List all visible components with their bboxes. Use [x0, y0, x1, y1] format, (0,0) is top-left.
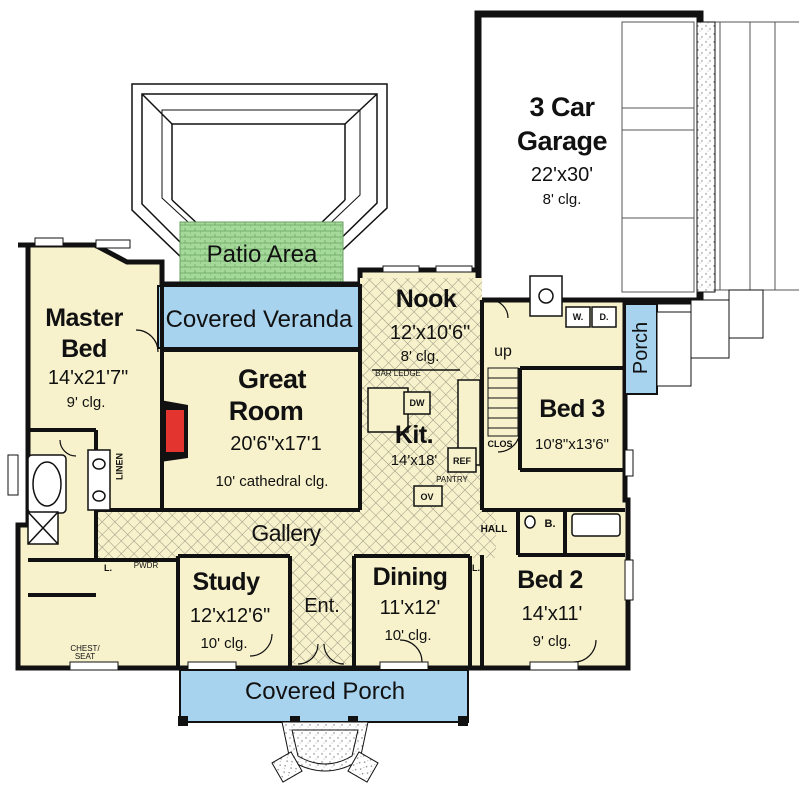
study-dims: 12'x12'6" — [189, 605, 271, 627]
master-dims: 14'x21'7" — [47, 367, 129, 389]
interior-walls — [28, 284, 625, 668]
bed2-dims: 14'x11' — [521, 603, 583, 625]
powder-room-label: PWDR — [133, 561, 159, 570]
side-porch-label: Porch — [630, 321, 652, 375]
master-bath — [27, 449, 111, 545]
nook-name: Nook — [395, 285, 457, 313]
refrigerator-label: REF — [453, 456, 471, 466]
fireplace — [160, 400, 188, 462]
dining-ceiling: 10' clg. — [384, 627, 432, 644]
front-steps — [271, 721, 379, 783]
veranda-label: Covered Veranda — [165, 306, 353, 333]
master-ceiling: 9' clg. — [66, 394, 106, 411]
closet-label: CLOS — [487, 439, 513, 449]
kitchen-counters — [367, 369, 481, 507]
side-steps — [656, 289, 764, 387]
covered-porch — [179, 669, 469, 723]
porch-columns — [178, 716, 468, 726]
dishwasher-label: DW — [409, 398, 425, 408]
linen-label: LINEN — [114, 453, 125, 480]
covered-porch-label: Covered Porch — [244, 678, 406, 705]
stairs — [487, 367, 519, 437]
master-name-line2: Bed — [61, 335, 107, 363]
kitchen-dims: 14'x18' — [390, 452, 438, 469]
nook-dims: 12'x10'6" — [389, 322, 471, 344]
nook-ceiling: 8' clg. — [400, 348, 440, 365]
dining-name: Dining — [372, 563, 448, 591]
side-porch — [624, 303, 658, 395]
study-ceiling: 10' clg. — [200, 635, 248, 652]
bed3-dims: 10'8"x13'6" — [535, 436, 609, 453]
door-swings — [59, 299, 597, 665]
garage-wall-stone — [696, 21, 716, 293]
bed2-name: Bed 2 — [517, 566, 583, 594]
stairs-up-label: up — [494, 343, 512, 360]
great-room-dims: 20'6"x17'1 — [230, 433, 322, 455]
gallery-floor2 — [96, 510, 496, 558]
bath-label: B. — [544, 518, 556, 530]
garage-ceiling: 8' clg. — [542, 191, 582, 208]
washer-label: W. — [572, 312, 584, 322]
hall-label: HALL — [480, 524, 508, 535]
garage-name-line2: Garage — [516, 126, 608, 156]
great-room-name-line1: Great — [237, 364, 307, 394]
entry-name: Ent. — [304, 595, 340, 617]
dining-dims: 11'x12' — [379, 597, 441, 619]
study-name: Study — [192, 568, 260, 596]
garage-dims: 22'x30' — [530, 164, 594, 186]
patio-label: Patio Area — [206, 241, 318, 268]
hall-bath — [524, 513, 621, 537]
linen-closet-right-label: L. — [472, 563, 480, 573]
chest-seat-label: CHEST/ SEAT — [70, 644, 100, 661]
linen-closet-left-label: L. — [104, 563, 112, 573]
bar-ledge-label: BAR LEDGE — [375, 369, 421, 378]
garage — [474, 10, 704, 305]
bed2-ceiling: 9' clg. — [532, 633, 572, 650]
dryer-label: D. — [599, 312, 609, 322]
entry-floor2 — [288, 556, 354, 664]
oven-label: OV — [420, 492, 434, 502]
kitchen-name: Kit. — [394, 421, 434, 449]
master-name-line1: Master — [45, 304, 123, 332]
garage-doors — [621, 21, 799, 293]
great-room-ceiling: 10' cathedral clg. — [215, 473, 329, 490]
great-room-name-line2: Room — [228, 396, 304, 426]
garage-name-line1: 3 Car — [529, 92, 595, 122]
pantry-label: PANTRY — [436, 475, 468, 484]
laundry — [529, 275, 617, 328]
gallery-name: Gallery — [251, 520, 321, 546]
nook-floor2 — [360, 278, 482, 370]
bed3-name: Bed 3 — [539, 395, 605, 423]
